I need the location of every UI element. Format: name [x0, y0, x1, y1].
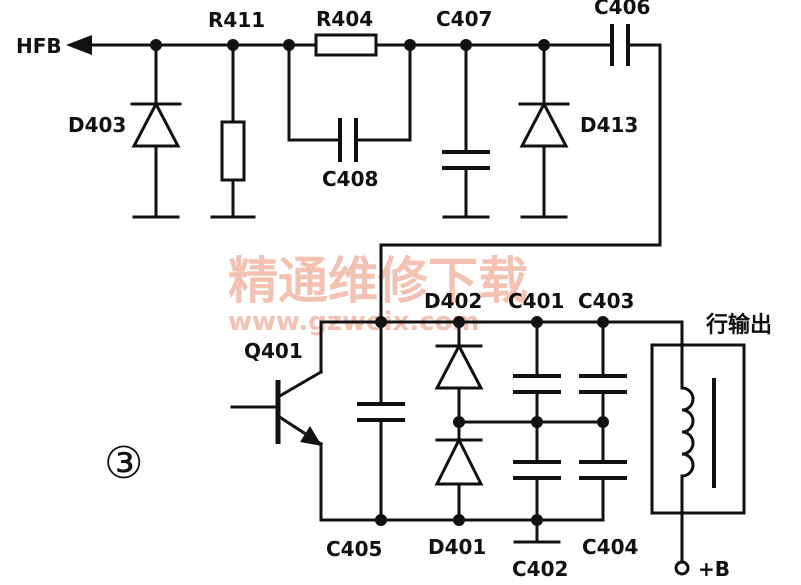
c401-capacitor	[513, 320, 561, 424]
q401-transistor	[230, 320, 324, 522]
label-d413: D413	[580, 113, 638, 137]
c405-capacitor	[357, 320, 405, 522]
label-c405: C405	[326, 537, 382, 561]
label-c407: C407	[436, 7, 492, 31]
label-c402: C402	[512, 557, 568, 581]
c403-capacitor	[579, 320, 627, 424]
label-d403: D403	[68, 113, 126, 137]
label-c408: C408	[322, 167, 378, 191]
d413-diode	[518, 43, 570, 219]
emitter-arrow-icon	[300, 426, 322, 446]
figure-number: ③	[104, 438, 143, 489]
c404-capacitor	[579, 420, 627, 522]
d401-diode	[434, 420, 484, 522]
label-d401: D401	[428, 535, 486, 559]
label-r404: R404	[316, 7, 373, 31]
r404-resistor	[314, 33, 378, 57]
flyback-transformer	[650, 320, 746, 576]
label-r411: R411	[208, 8, 265, 32]
watermark-cn: 精通维修下载	[228, 252, 528, 310]
label-c404: C404	[582, 535, 638, 559]
label-d402: D402	[424, 289, 482, 313]
label-plus-b: +B	[698, 557, 730, 581]
c402-capacitor	[513, 420, 561, 544]
label-c406: C406	[594, 0, 650, 19]
label-c403: C403	[578, 289, 634, 313]
hfb-arrow-icon	[66, 35, 92, 55]
d402-diode	[434, 320, 484, 424]
plus-b-terminal	[674, 560, 690, 576]
c408-capacitor	[287, 43, 412, 162]
label-q401: Q401	[244, 339, 303, 363]
c406-capacitor	[379, 24, 662, 324]
d403-diode	[130, 43, 182, 219]
label-c401: C401	[508, 289, 564, 313]
c407-capacitor	[442, 43, 490, 219]
label-hfb: HFB	[16, 34, 62, 58]
label-hang-shuchu: 行输出	[705, 312, 772, 338]
r411-resistor	[210, 43, 256, 219]
top-rail	[66, 35, 614, 55]
